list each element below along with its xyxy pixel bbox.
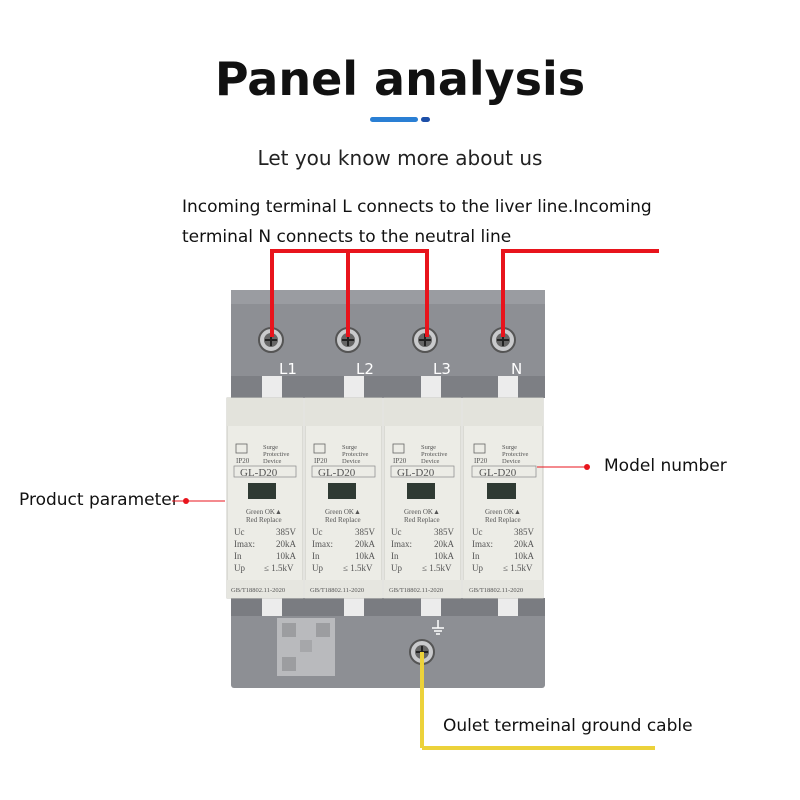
module-4-in-label: In bbox=[472, 551, 480, 561]
title-accent-dot bbox=[421, 117, 430, 122]
incoming-terminal-text-line1: Incoming terminal L connects to the live… bbox=[182, 197, 652, 217]
product-parameter-pointer bbox=[172, 498, 225, 504]
module-3-in-value: 10kA bbox=[434, 551, 455, 561]
title-accent-bar bbox=[370, 117, 418, 122]
module-1-model: GL-D20 bbox=[240, 467, 278, 479]
module-4-indicator-2: Red Replace bbox=[485, 516, 521, 524]
module-4-up-label: Up bbox=[472, 563, 483, 573]
module-1-in-label: In bbox=[234, 551, 242, 561]
module-1-indicator: Green OK▲ bbox=[246, 508, 282, 516]
module-2-standard: GB/T18802.11-2020 bbox=[310, 587, 364, 594]
product-parameter-callout: Product parameter bbox=[19, 490, 179, 510]
module-4-indicator: Green OK▲ bbox=[485, 508, 521, 516]
qr-code-label bbox=[277, 618, 335, 676]
module-2-imax-label: Imax: bbox=[312, 539, 333, 549]
module-4-desc-3: Device bbox=[502, 458, 521, 465]
module-1-desc-1: Surge bbox=[263, 444, 278, 451]
module-2-up-label: Up bbox=[312, 563, 323, 573]
module-3-up-label: Up bbox=[391, 563, 402, 573]
module-2-desc-1: Surge bbox=[342, 444, 357, 451]
module-2-desc-3: Device bbox=[342, 458, 361, 465]
module-1-desc-3: Device bbox=[263, 458, 282, 465]
module-1-up-value: ≤ 1.5kV bbox=[264, 563, 294, 573]
module-3-imax-label: Imax: bbox=[391, 539, 412, 549]
top-terminal-housing bbox=[231, 290, 545, 398]
module-2-in-value: 10kA bbox=[355, 551, 376, 561]
module-2-model: GL-D20 bbox=[318, 467, 356, 479]
module-2-uc-label: Uc bbox=[312, 527, 323, 537]
module-2-uc-value: 385V bbox=[355, 527, 376, 537]
module-4-desc-1: Surge bbox=[502, 444, 517, 451]
page-title: Panel analysis bbox=[214, 52, 586, 106]
module-4-model: GL-D20 bbox=[479, 467, 517, 479]
live-wires bbox=[270, 249, 659, 337]
module-3-in-label: In bbox=[391, 551, 399, 561]
incoming-terminal-text-line2: terminal N connects to the neutral line bbox=[182, 227, 512, 247]
module-2-up-value: ≤ 1.5kV bbox=[343, 563, 373, 573]
module-2-in-label: In bbox=[312, 551, 320, 561]
module-2-desc-2: Protective bbox=[342, 451, 368, 458]
terminal-label-l2: L2 bbox=[356, 360, 374, 378]
incoming-terminal-callout: Incoming terminal L connects to the live… bbox=[182, 192, 652, 252]
module-3-indicator: Green OK▲ bbox=[404, 508, 440, 516]
module-4-ip-rating: IP20 bbox=[474, 457, 488, 465]
module-3-ip-rating: IP20 bbox=[393, 457, 407, 465]
module-3-standard: GB/T18802.11-2020 bbox=[389, 587, 443, 594]
module-1-in-value: 10kA bbox=[276, 551, 297, 561]
module-1-up-label: Up bbox=[234, 563, 245, 573]
module-3-uc-label: Uc bbox=[391, 527, 402, 537]
module-3-desc-1: Surge bbox=[421, 444, 436, 451]
module-1-uc-value: 385V bbox=[276, 527, 297, 537]
terminal-label-l1: L1 bbox=[279, 360, 297, 378]
module-2-imax-value: 20kA bbox=[355, 539, 376, 549]
module-4-uc-value: 385V bbox=[514, 527, 535, 537]
module-4-imax-label: Imax: bbox=[472, 539, 493, 549]
terminal-label-n: N bbox=[511, 360, 522, 378]
module-4-standard: GB/T18802.11-2020 bbox=[469, 587, 523, 594]
module-4-in-value: 10kA bbox=[514, 551, 535, 561]
module-3-desc-2: Protective bbox=[421, 451, 447, 458]
module-4-imax-value: 20kA bbox=[514, 539, 535, 549]
module-1-imax-value: 20kA bbox=[276, 539, 297, 549]
module-2-indicator-2: Red Replace bbox=[325, 516, 361, 524]
module-2-indicator: Green OK▲ bbox=[325, 508, 361, 516]
terminal-screw-l2 bbox=[335, 327, 361, 353]
module-3-up-value: ≤ 1.5kV bbox=[422, 563, 452, 573]
module-2-ip-rating: IP20 bbox=[314, 457, 328, 465]
module-4-uc-label: Uc bbox=[472, 527, 483, 537]
protection-module-3 bbox=[383, 397, 462, 599]
model-number-callout: Model number bbox=[604, 456, 727, 476]
module-4-up-value: ≤ 1.5kV bbox=[503, 563, 533, 573]
ground-symbol-icon bbox=[432, 620, 444, 635]
model-number-pointer bbox=[537, 464, 590, 470]
terminal-screw-l1 bbox=[258, 327, 284, 353]
module-1-desc-2: Protective bbox=[263, 451, 289, 458]
module-3-model: GL-D20 bbox=[397, 467, 435, 479]
module-4-desc-2: Protective bbox=[502, 451, 528, 458]
terminal-label-l3: L3 bbox=[433, 360, 451, 378]
module-3-imax-value: 20kA bbox=[434, 539, 455, 549]
module-1-indicator-2: Red Replace bbox=[246, 516, 282, 524]
protection-module-4 bbox=[462, 397, 544, 599]
module-3-indicator-2: Red Replace bbox=[404, 516, 440, 524]
module-1-standard: GB/T18802.11-2020 bbox=[231, 587, 285, 594]
module-3-uc-value: 385V bbox=[434, 527, 455, 537]
page-subtitle: Let you know more about us bbox=[257, 146, 543, 170]
module-3-desc-3: Device bbox=[421, 458, 440, 465]
ground-cable-callout: Oulet termeinal ground cable bbox=[443, 716, 693, 736]
module-1-ip-rating: IP20 bbox=[236, 457, 250, 465]
module-1-imax-label: Imax: bbox=[234, 539, 255, 549]
module-1-uc-label: Uc bbox=[234, 527, 245, 537]
